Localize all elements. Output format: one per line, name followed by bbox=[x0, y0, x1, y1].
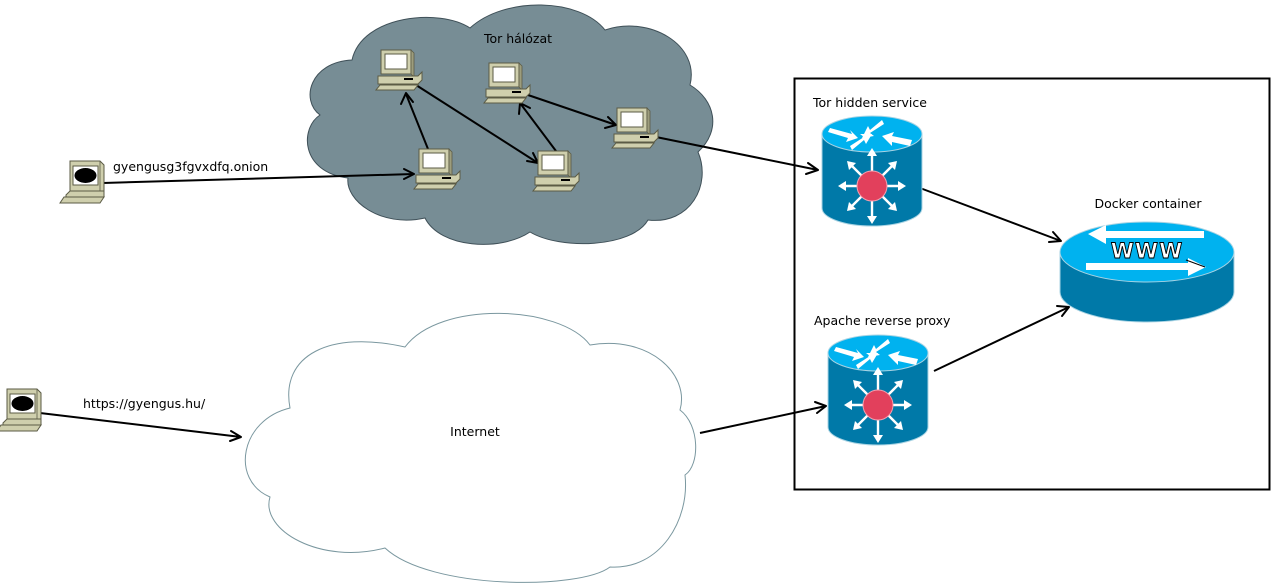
web-client[interactable]: https://gyengus.hu/ bbox=[0, 388, 206, 432]
docker-container-label: Docker container bbox=[1095, 196, 1203, 211]
arrow-left-icon bbox=[1088, 225, 1204, 244]
tor-network-label: Tor hálózat bbox=[483, 31, 552, 46]
tor-hidden-service[interactable]: Tor hidden service bbox=[812, 95, 927, 228]
edge-webclient-to-internet bbox=[39, 412, 242, 438]
arrowhead-icon bbox=[229, 430, 242, 442]
apache-reverse-proxy[interactable]: Apache reverse proxy bbox=[814, 313, 951, 447]
docker-container[interactable]: Docker container WWW bbox=[1059, 196, 1235, 323]
edges bbox=[39, 84, 1070, 442]
computer-icon[interactable] bbox=[0, 388, 42, 432]
www-server-icon[interactable]: WWW bbox=[1059, 221, 1235, 323]
cloud-icon bbox=[244, 312, 697, 583]
edge-relay1-to-relay4 bbox=[415, 84, 539, 164]
arrow-right-icon bbox=[1086, 258, 1206, 276]
edge-relay-to-hidden-service bbox=[655, 136, 819, 171]
edge-internet-to-apache bbox=[699, 405, 827, 434]
computer-icon[interactable] bbox=[59, 160, 105, 204]
edge-hidden-service-to-docker bbox=[919, 187, 1062, 242]
tor-client[interactable]: gyengusg3fgvxdfq.onion bbox=[59, 159, 268, 204]
internet-label: Internet bbox=[450, 424, 500, 439]
edge-relay4-to-relay3 bbox=[519, 102, 557, 152]
layer3-switch-icon[interactable] bbox=[826, 333, 930, 447]
edge-apache-to-docker bbox=[933, 306, 1070, 372]
edge-relay2-to-relay1 bbox=[405, 93, 429, 150]
tor-network-cloud: Tor hálózat bbox=[306, 4, 714, 245]
layer3-switch-icon[interactable] bbox=[820, 114, 924, 228]
arrowhead-icon bbox=[403, 168, 415, 180]
apache-proxy-label: Apache reverse proxy bbox=[814, 313, 951, 328]
arrowhead-icon bbox=[1056, 305, 1070, 317]
arrowhead-icon bbox=[400, 92, 414, 105]
tor-client-label: gyengusg3fgvxdfq.onion bbox=[113, 159, 268, 174]
tor-hidden-service-label: Tor hidden service bbox=[812, 95, 927, 110]
www-badge: WWW bbox=[1111, 239, 1184, 263]
web-client-label: https://gyengus.hu/ bbox=[83, 396, 206, 411]
internet-cloud: Internet bbox=[244, 312, 697, 583]
edge-relay3-to-relay5 bbox=[527, 94, 617, 126]
arrowhead-icon bbox=[805, 162, 819, 175]
arrowhead-icon bbox=[604, 116, 617, 129]
arrowhead-icon bbox=[814, 401, 827, 414]
server-boundary-box bbox=[793, 77, 1271, 491]
edge-client-to-relay bbox=[102, 173, 415, 184]
arrowhead-icon bbox=[1048, 231, 1062, 243]
